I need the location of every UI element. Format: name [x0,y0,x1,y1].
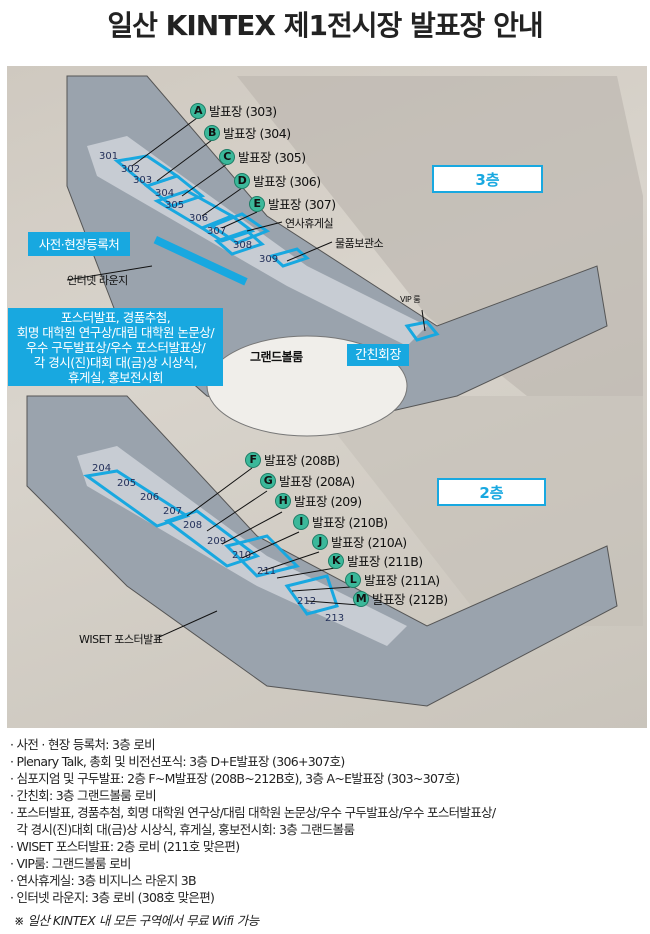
letter-circle-icon: F [245,451,261,468]
floor-3-badge: 3층 [432,165,543,193]
room-309: 309 [259,254,278,265]
hall-label: 발표장 (307) [268,197,336,212]
hall-label: 발표장 (209) [294,494,362,509]
room-208: 208 [183,520,202,531]
reception-label: 간친회장 [347,344,409,366]
hall-label: 발표장 (306) [253,174,321,189]
info-list: · 사전 · 현장 등록처: 3층 로비 · Plenary Talk, 총회 … [10,736,646,929]
hall-label: 발표장 (210A) [331,535,407,550]
poster-box-line: 포스터발표, 경품추첨, [60,309,171,325]
registration-label: 사전·현장등록처 [28,232,130,256]
hall-label: 발표장 (304) [223,126,291,141]
info-item: · 심포지엄 및 구두발표: 2층 F~M발표장 (208B~212B호), 3… [10,771,460,786]
page-title: 일산 KINTEX 제1전시장 발표장 안내 [107,9,543,42]
floor-2-badge: 2층 [437,478,546,506]
info-item: · 포스터발표, 경품추첨, 회명 대학원 연구상/대림 대학원 논문상/우수 … [10,805,496,820]
hall-label: 발표장 (212B) [372,592,448,607]
hall-label: 발표장 (210B) [312,515,388,530]
letter-circle-icon: I [293,513,309,530]
info-item: · 연사휴게실: 3층 비지니스 라운지 3B [10,873,197,888]
room-306: 306 [189,213,208,224]
hall-label: 발표장 (208B) [264,453,340,468]
letter-circle-icon: A [190,102,206,119]
room-212: 212 [297,596,316,607]
wifi-note: ※ 일산 KINTEX 내 모든 구역에서 무료 Wifi 가능 [14,913,259,928]
room-301: 301 [99,151,118,162]
room-213: 213 [325,613,344,624]
info-item: · 사전 · 현장 등록처: 3층 로비 [10,737,156,752]
room-206: 206 [140,492,159,503]
room-205: 205 [117,478,136,489]
poster-box-line: 각 경시(진)대회 대(금)상 시상식, [33,354,198,370]
room-204: 204 [92,463,111,474]
poster-box-line: 휴게실, 홍보전시회 [68,369,163,385]
hall-label: 발표장 (211A) [364,573,440,588]
letter-circle-icon: D [234,172,250,189]
letter-circle-icon: J [312,533,328,550]
info-item: · 인터넷 라운지: 3층 로비 (308호 맞은편) [10,890,215,905]
room-307: 307 [207,226,226,237]
vip-room-label: VIP 룸 [400,295,421,304]
info-item: · VIP룸: 그랜드볼룸 로비 [10,856,131,871]
info-item: 각 경시(진)대회 대(금)상 시상식, 휴게실, 홍보전시회: 3층 그랜드볼… [10,822,355,837]
room-305: 305 [165,200,184,211]
room-304: 304 [155,188,174,199]
letter-circle-icon: M [353,590,369,607]
poster-box-line: 우수 구두발표상/우수 포스터발표상/ [25,339,206,355]
hall-label: 발표장 (208A) [279,474,355,489]
hall-label: 발표장 (303) [209,104,277,119]
info-item: · 간친회: 3층 그랜드볼룸 로비 [10,788,157,803]
poster-box-line: 회명 대학원 연구상/대림 대학원 논문상/ [16,324,215,340]
letter-circle-icon: K [328,552,344,569]
letter-circle-icon: B [204,124,220,141]
room-210: 210 [232,550,251,561]
hall-label: 발표장 (305) [238,150,306,165]
internet-lounge-label: 인터넷 라운지 [67,274,128,287]
letter-circle-icon: G [260,472,276,489]
info-item: · WISET 포스터발표: 2층 로비 (211호 맞은편) [10,839,240,854]
room-308: 308 [233,240,252,251]
room-211: 211 [257,566,276,577]
letter-circle-icon: E [249,195,265,212]
room-207: 207 [163,506,182,517]
wiset-poster-label: WISET 포스터발표 [79,633,163,646]
letter-circle-icon: L [345,571,361,588]
room-209: 209 [207,536,226,547]
grand-ballroom-label: 그랜드볼룸 [250,350,303,364]
storage-label: 물품보관소 [335,237,384,250]
hall-label: 발표장 (211B) [347,554,423,569]
letter-circle-icon: H [275,492,291,509]
poster-session-box: 포스터발표, 경품추첨, 회명 대학원 연구상/대림 대학원 논문상/ 우수 구… [8,308,223,386]
room-303: 303 [133,175,152,186]
room-302: 302 [121,164,140,175]
speaker-lounge-label: 연사휴게실 [285,217,334,230]
info-item: · Plenary Talk, 총회 및 비전선포식: 3층 D+E발표장 (3… [10,754,345,769]
letter-circle-icon: C [219,148,235,165]
